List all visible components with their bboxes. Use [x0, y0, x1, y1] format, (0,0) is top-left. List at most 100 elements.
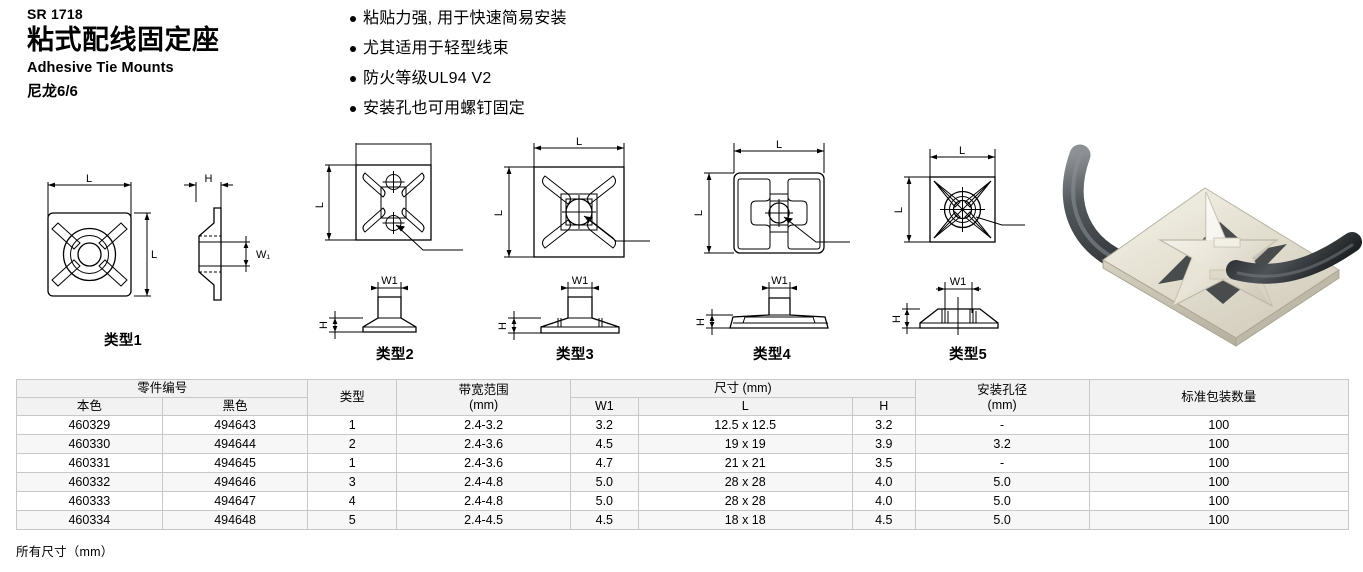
- cell-qty: 100: [1088, 453, 1350, 473]
- drawing-type-4: L L: [688, 137, 873, 342]
- drawing-type-5: L L: [890, 137, 1065, 342]
- header-band-width-unit: (mm): [469, 397, 499, 412]
- header-color-natural: 本色: [16, 397, 163, 416]
- cell-black: 494648: [161, 510, 309, 530]
- cell-h: 4.5: [851, 510, 916, 530]
- drawing-type-2: L W1: [313, 137, 483, 342]
- cell-h: 3.5: [851, 453, 916, 473]
- feature-item: 安装孔也可用螺钉固定: [350, 98, 780, 119]
- cell-h: 3.9: [851, 434, 916, 454]
- dim-label-H: H: [318, 321, 330, 329]
- feature-text: 粘贴力强, 用于快速简易安装: [363, 10, 567, 27]
- bullet-icon: [350, 76, 356, 82]
- cell-qty: 100: [1088, 472, 1350, 492]
- cell-type: 2: [307, 434, 398, 454]
- drawing-label-type-4: 类型4: [753, 347, 791, 363]
- cell-natural: 460329: [16, 415, 163, 435]
- cell-band: 2.4-4.8: [396, 491, 572, 511]
- cell-w1: 5.0: [570, 472, 639, 492]
- drawing-type-1: L L H: [18, 160, 308, 335]
- specification-table: 零件编号 类型 带宽范围 (mm) 尺寸 (mm) 安装孔径 (mm) 标准包装…: [15, 379, 1350, 530]
- dim-label-H: H: [891, 315, 903, 323]
- product-title-en: Adhesive Tie Mounts: [27, 60, 174, 76]
- cell-qty: 100: [1088, 510, 1350, 530]
- cell-w1: 4.5: [570, 434, 639, 454]
- table-row: 460333 494647 4 2.4-4.8 5.0 28 x 28 4.0 …: [16, 491, 1350, 511]
- cell-qty: 100: [1088, 415, 1350, 435]
- cell-type: 4: [307, 491, 398, 511]
- header-dim-h: H: [851, 397, 916, 416]
- dim-label-L: L: [776, 139, 782, 151]
- drawing-type-3: L L: [488, 136, 673, 342]
- cell-band: 2.4-4.5: [396, 510, 572, 530]
- cell-band: 2.4-3.6: [396, 434, 572, 454]
- dim-label-H: H: [497, 322, 509, 330]
- cell-l: 18 x 18: [637, 510, 853, 530]
- cell-hole: 5.0: [914, 472, 1090, 492]
- table-body: 460329 494643 1 2.4-3.2 3.2 12.5 x 12.5 …: [16, 415, 1350, 530]
- header-package-qty: 标准包装数量: [1088, 379, 1350, 416]
- cell-type: 5: [307, 510, 398, 530]
- cell-type: 3: [307, 472, 398, 492]
- header-band-width-text: 带宽范围: [458, 382, 509, 397]
- dim-label-L: L: [576, 136, 582, 148]
- dim-label-H: H: [695, 318, 707, 326]
- cell-black: 494647: [161, 491, 309, 511]
- header-hole-diameter: 安装孔径 (mm): [914, 379, 1090, 416]
- cell-black: 494644: [161, 434, 309, 454]
- feature-text: 尤其适用于轻型线束: [363, 40, 509, 57]
- header-type: 类型: [307, 379, 398, 416]
- cell-w1: 4.5: [570, 510, 639, 530]
- table-header-row-group: 零件编号 类型 带宽范围 (mm) 尺寸 (mm) 安装孔径 (mm) 标准包装…: [15, 379, 1350, 416]
- cell-l: 19 x 19: [637, 434, 853, 454]
- cell-black: 494646: [161, 472, 309, 492]
- table-row: 460329 494643 1 2.4-3.2 3.2 12.5 x 12.5 …: [16, 415, 1350, 435]
- dim-label-L-vertical: L: [314, 202, 326, 208]
- cell-l: 28 x 28: [637, 491, 853, 511]
- drawing-label-type-2: 类型2: [376, 347, 414, 363]
- feature-item: 防火等级UL94 V2: [350, 68, 780, 89]
- cell-hole: -: [914, 415, 1090, 435]
- cell-w1: 4.7: [570, 453, 639, 473]
- header-hole-diameter-text: 安装孔径: [977, 382, 1028, 397]
- cell-natural: 460331: [16, 453, 163, 473]
- title-block: SR 1718 粘式配线固定座 Adhesive Tie Mounts 尼龙6/…: [27, 6, 327, 102]
- cell-black: 494643: [161, 415, 309, 435]
- dim-label-L-vertical: L: [151, 249, 157, 261]
- cell-qty: 100: [1088, 434, 1350, 454]
- cell-type: 1: [307, 415, 398, 435]
- header-dim-w1: W1: [570, 397, 639, 416]
- bullet-icon: [350, 16, 356, 22]
- footnote: 所有尺寸（mm）: [16, 545, 114, 559]
- header-band-width: 带宽范围 (mm): [396, 379, 572, 416]
- table-header-row-sub: 本色 黑色 W1 L H: [16, 397, 1349, 416]
- cell-qty: 100: [1088, 491, 1350, 511]
- table-row: 460331 494645 1 2.4-3.6 4.7 21 x 21 3.5 …: [16, 453, 1350, 473]
- table-row: 460330 494644 2 2.4-3.6 4.5 19 x 19 3.9 …: [16, 434, 1350, 454]
- product-title-cn: 粘式配线固定座: [27, 25, 220, 55]
- dim-label-W1: W1: [572, 275, 589, 287]
- feature-item: 尤其适用于轻型线束: [350, 38, 780, 59]
- bullet-icon: [350, 46, 356, 52]
- drawing-label-type-5: 类型5: [949, 347, 987, 363]
- dim-label-L-vertical: L: [693, 210, 705, 216]
- cell-natural: 460333: [16, 491, 163, 511]
- feature-item: 粘贴力强, 用于快速简易安装: [350, 8, 780, 29]
- dim-label-W1: W1: [771, 275, 788, 287]
- dim-label-H: H: [205, 173, 213, 185]
- cell-hole: 5.0: [914, 491, 1090, 511]
- cell-type: 1: [307, 453, 398, 473]
- cell-w1: 3.2: [570, 415, 639, 435]
- cell-w1: 5.0: [570, 491, 639, 511]
- product-photo: [1040, 130, 1362, 375]
- feature-list: 粘贴力强, 用于快速简易安装 尤其适用于轻型线束 防火等级UL94 V2 安装孔…: [350, 8, 780, 128]
- dim-label-L-vertical: L: [493, 210, 505, 216]
- cell-natural: 460332: [16, 472, 163, 492]
- feature-text: 安装孔也可用螺钉固定: [363, 100, 526, 117]
- header-dim-l: L: [637, 397, 853, 416]
- cell-natural: 460334: [16, 510, 163, 530]
- drawing-label-type-3: 类型3: [556, 347, 594, 363]
- header-color-black: 黑色: [161, 397, 309, 416]
- product-code: SR 1718: [27, 6, 83, 22]
- table-row: 460334 494648 5 2.4-4.5 4.5 18 x 18 4.5 …: [16, 510, 1350, 530]
